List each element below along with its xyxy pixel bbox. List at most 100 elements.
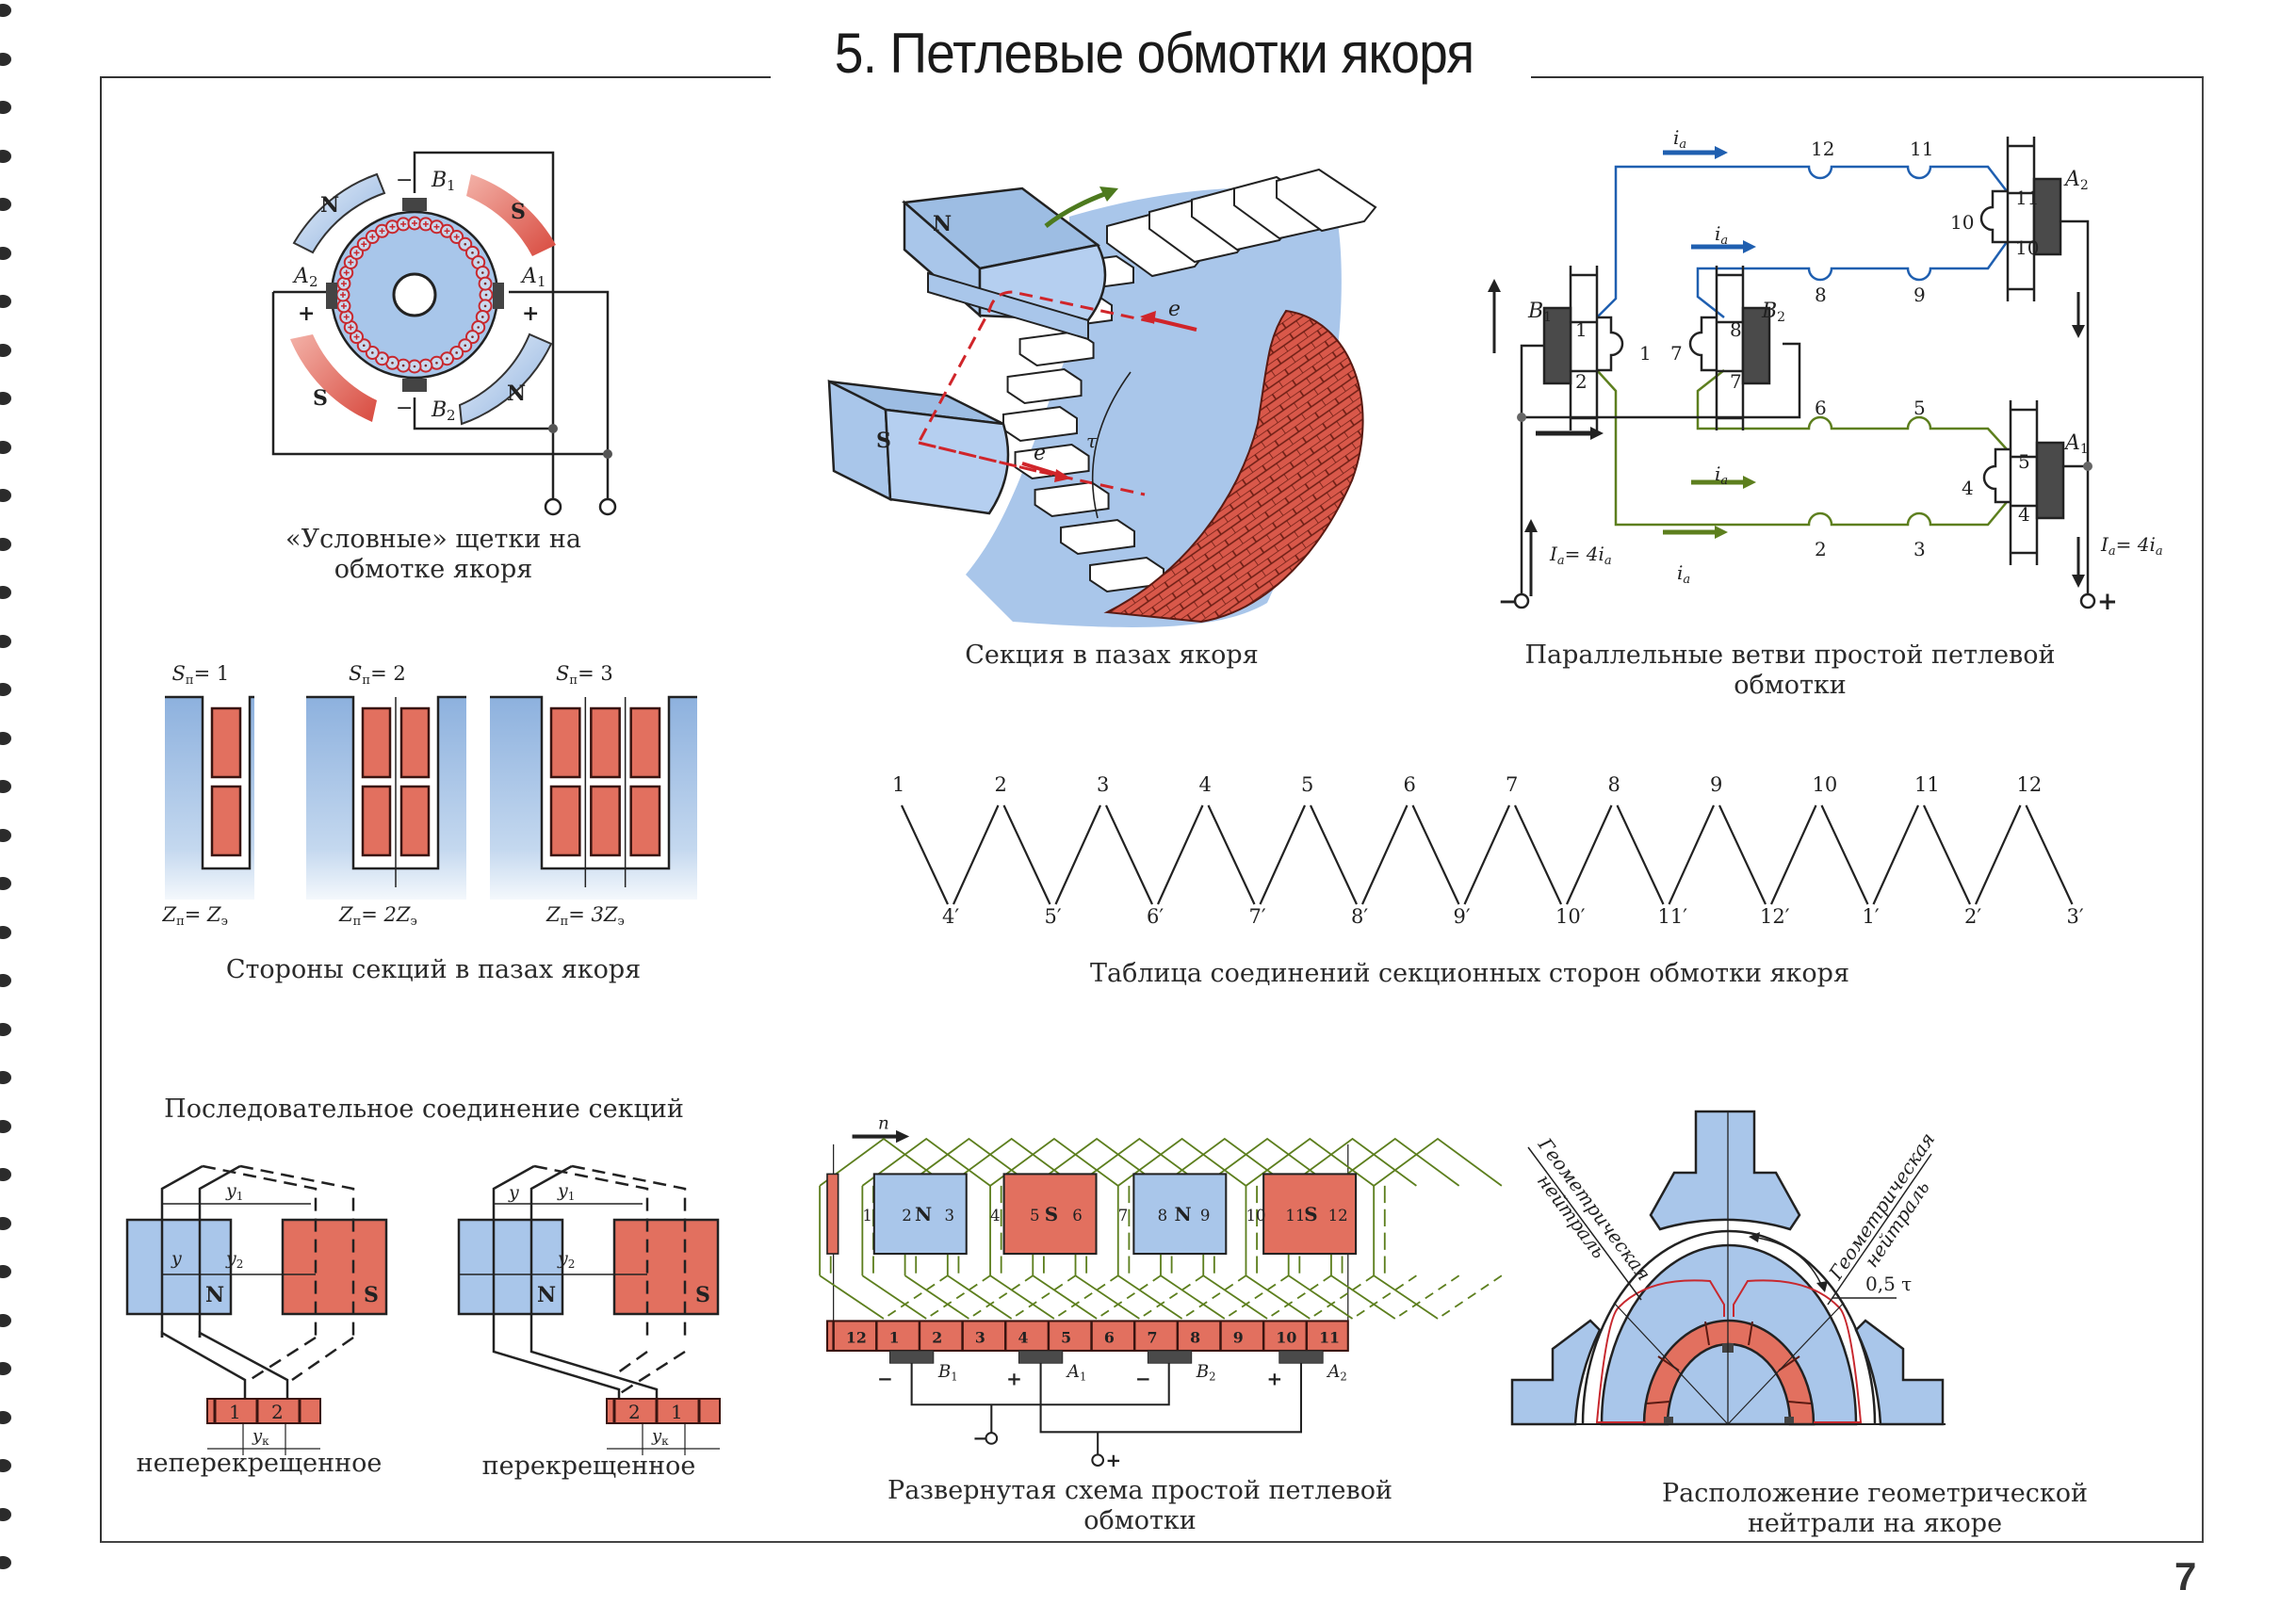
commutator-segment: 10 <box>1276 1329 1296 1347</box>
bottom-number: 2′ <box>1964 905 1981 928</box>
svg-text:ia: ia <box>1715 222 1728 248</box>
binding-hole <box>0 1265 11 1278</box>
y-label: y <box>508 1182 519 1203</box>
svg-text:ia: ia <box>1677 561 1690 587</box>
y1-label: y1 <box>225 1180 243 1203</box>
armature-outer-arc <box>1581 1229 1877 1425</box>
diagram-stroke <box>883 1274 949 1320</box>
current-sub: a <box>1720 234 1728 248</box>
arrowhead <box>1590 427 1604 440</box>
bottom-number: 5′ <box>1045 905 1062 928</box>
coil-number: 3 <box>1913 538 1926 560</box>
commutator-segment: 12 <box>846 1329 867 1347</box>
pole-n-label: N <box>933 212 952 236</box>
current-sub: a <box>1604 554 1612 568</box>
binding-hole <box>0 1313 11 1327</box>
terminal-icon <box>598 497 617 516</box>
pole-n <box>457 1218 564 1316</box>
diagram-stroke <box>819 1274 885 1320</box>
brush-sign: − <box>877 1368 893 1390</box>
caption-line: обмотки <box>1083 1506 1197 1535</box>
top-number: 7 <box>1506 773 1518 796</box>
segment-number: 1 <box>671 1401 683 1423</box>
label-a2-sub: 2 <box>309 273 318 290</box>
label-b2: B <box>431 398 447 422</box>
arrowhead <box>1715 526 1728 539</box>
commutator <box>206 1398 321 1424</box>
brush-sub: 1 <box>2080 442 2089 457</box>
diagram-stroke <box>1437 1274 1503 1320</box>
pole-s-label: S <box>695 1283 710 1307</box>
binding-hole <box>0 925 11 939</box>
diagram-stroke: 2 <box>568 1257 576 1271</box>
diagram-stroke <box>1352 1274 1417 1320</box>
slot-formula: Zп= 2Zэ <box>338 903 417 929</box>
diagram-stroke <box>1224 1274 1290 1320</box>
diagram-stroke <box>1053 1274 1119 1320</box>
diagram-stroke <box>1373 1274 1439 1320</box>
caption-geometric-neutral: Расположение геометрической нейтрали на … <box>1602 1479 2148 1539</box>
pole <box>1132 1173 1228 1256</box>
diagram-stroke <box>249 1336 317 1382</box>
yk-label: yк <box>651 1426 669 1448</box>
slot-number: 7 <box>1118 1207 1129 1225</box>
frame-top-left-rule <box>100 76 771 78</box>
bottom-number: 9′ <box>1454 905 1471 928</box>
brush-label: B <box>1761 300 1777 323</box>
bottom-number: 3′ <box>2067 905 2084 928</box>
brush-a2 <box>326 283 337 309</box>
series-connection-heading: Последовательное соединение секций <box>164 1095 684 1124</box>
coil-side <box>549 706 581 779</box>
brush-sign: + <box>1006 1368 1022 1390</box>
diagram-stroke <box>529 1338 659 1399</box>
segment-number: 2 <box>271 1401 284 1423</box>
caption-section-in-slots: Секция в пазах якоря <box>965 641 1259 670</box>
svg-text:ia: ia <box>1673 126 1686 152</box>
diagram-stroke <box>1202 1274 1268 1320</box>
diagram-stroke <box>618 1350 686 1396</box>
current-label: i <box>1673 126 1679 149</box>
brush-sign: + <box>1266 1368 1282 1390</box>
y-label: y <box>171 1248 182 1269</box>
binding-hole <box>0 780 11 793</box>
radial-line <box>1727 1302 1845 1425</box>
external-circuit-left <box>1520 342 1801 598</box>
slot-formula: Sп= 1 <box>172 662 230 688</box>
geometric-neutral-diagram: 0,5 τ Геометрическая нейтраль Геометриче… <box>1510 1110 1946 1426</box>
current-sub: a <box>1683 573 1690 587</box>
diagram-stroke <box>989 1274 1055 1320</box>
frame-top-right-rule <box>1531 76 2204 78</box>
arrowhead <box>1816 1281 1828 1292</box>
segment-number: 10 <box>2015 236 2039 259</box>
page-number: 7 <box>2174 1554 2197 1598</box>
branch-lower-inner <box>1696 369 2008 450</box>
pole <box>1002 1173 1098 1256</box>
diagram-stroke <box>202 1164 318 1338</box>
branch-lower-outer <box>1596 369 2008 527</box>
segment-number: 5 <box>2018 450 2030 473</box>
pole <box>872 1173 968 1256</box>
connection-line <box>901 804 949 905</box>
commutator-segment: 6 <box>1104 1329 1115 1347</box>
commutator-segment: 9 <box>1233 1329 1244 1347</box>
rotation-arrowhead <box>896 1129 910 1144</box>
brush-label: A2 <box>1326 1362 1347 1383</box>
pole-n-label: N <box>537 1283 556 1307</box>
diagram-stroke: к <box>262 1435 269 1448</box>
diagram-stroke: y <box>557 1180 568 1201</box>
pole-pitch-arc <box>1091 371 1132 519</box>
rotation-arrowhead <box>1099 187 1118 202</box>
terminal-minus-icon <box>1513 592 1530 609</box>
binding-hole <box>0 828 11 842</box>
diagram-stroke <box>1181 1274 1246 1320</box>
binding-hole <box>0 683 11 696</box>
terminal-minus-icon <box>985 1432 999 1445</box>
slot-2: Sп= 2Zп= 2Zэ <box>306 662 466 929</box>
terminal-minus-label: − <box>1498 588 1519 616</box>
connection-line <box>1259 804 1307 905</box>
yk-label: yк <box>252 1426 269 1448</box>
segment-number: 2 <box>1575 370 1588 393</box>
diagram-stroke <box>198 1330 289 1399</box>
